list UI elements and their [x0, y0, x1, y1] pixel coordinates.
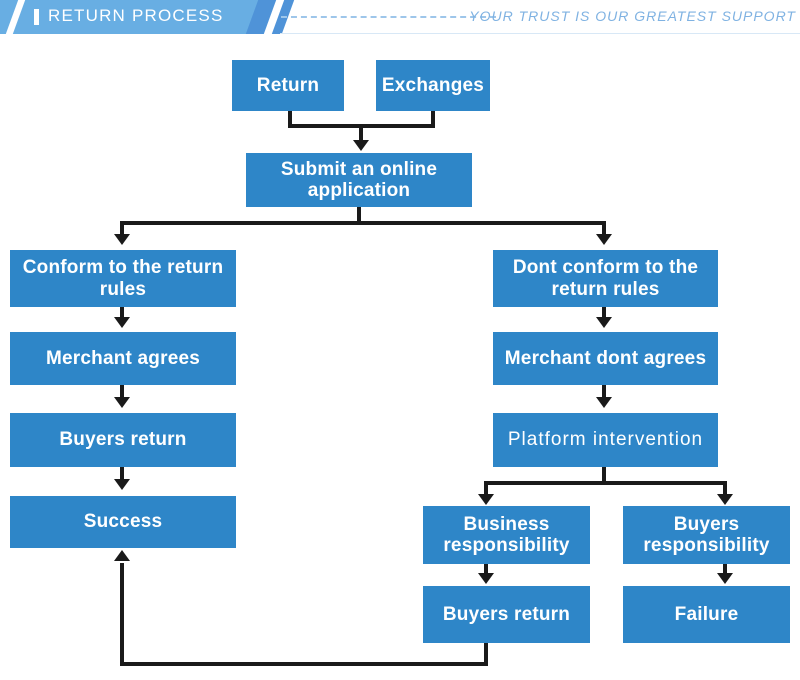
node-success[interactable]: Success	[10, 496, 236, 548]
connector-buyers-return-to-success	[120, 467, 124, 483]
node-buyers-return-left[interactable]: Buyers return	[10, 413, 236, 467]
header-dashed-divider	[281, 16, 496, 18]
connector-merchant-dont-to-platform	[602, 385, 606, 401]
connector-return-stub	[288, 111, 292, 128]
connector-merchant-to-buyers-return	[120, 385, 124, 401]
arrow-to-buyers-return-right	[478, 573, 494, 584]
connector-left-branch-stub	[120, 221, 124, 237]
connector-buyers-resp-to-failure	[723, 564, 727, 578]
page-title: RETURN PROCESS	[48, 6, 224, 25]
connector-platform-drop	[602, 467, 606, 485]
connector-platform-split-bar	[484, 481, 727, 485]
arrow-to-business-responsibility	[478, 494, 494, 505]
node-conform-to-return-rules[interactable]: Conform to the return rules	[10, 250, 236, 307]
node-submit-application[interactable]: Submit an online application	[246, 153, 472, 207]
header-tagline: YOUR TRUST IS OUR GREATEST SUPPORT	[469, 8, 796, 24]
arrow-to-buyers-return-left	[114, 397, 130, 408]
connector-dont-conform-to-merchant	[602, 307, 606, 322]
arrow-to-platform-intervention	[596, 397, 612, 408]
node-buyers-responsibility[interactable]: Buyers responsibility	[623, 506, 790, 564]
connector-exchanges-stub	[431, 111, 435, 128]
connector-business-stub	[484, 481, 488, 497]
node-return[interactable]: Return	[232, 60, 344, 111]
connector-submit-drop	[357, 207, 361, 225]
arrow-loop-to-success	[114, 550, 130, 561]
arrow-to-merchant-agrees	[114, 317, 130, 328]
arrow-to-conform	[114, 234, 130, 245]
connector-loop-horizontal	[120, 662, 488, 666]
node-platform-intervention[interactable]: Platform intervention	[493, 413, 718, 467]
arrow-to-buyers-responsibility	[717, 494, 733, 505]
node-buyers-return-right[interactable]: Buyers return	[423, 586, 590, 643]
connector-right-branch-stub	[602, 221, 606, 237]
connector-loop-down	[484, 643, 488, 666]
arrow-to-merchant-dont-agrees	[596, 317, 612, 328]
node-failure[interactable]: Failure	[623, 586, 790, 643]
connector-buyers-resp-stub	[723, 481, 727, 497]
header-bottom-rule	[280, 33, 800, 34]
node-merchant-agrees[interactable]: Merchant agrees	[10, 332, 236, 385]
connector-branch-bar	[120, 221, 606, 225]
node-exchanges[interactable]: Exchanges	[376, 60, 490, 111]
connector-merge-drop	[359, 124, 363, 143]
connector-loop-up	[120, 563, 124, 665]
arrow-to-dont-conform	[596, 234, 612, 245]
header-bullet-icon	[34, 9, 39, 25]
page-header: RETURN PROCESS YOUR TRUST IS OUR GREATES…	[0, 0, 800, 34]
arrow-to-submit	[353, 140, 369, 151]
node-merchant-dont-agrees[interactable]: Merchant dont agrees	[493, 332, 718, 385]
node-business-responsibility[interactable]: Business responsibility	[423, 506, 590, 564]
arrow-to-success	[114, 479, 130, 490]
arrow-to-failure	[717, 573, 733, 584]
connector-conform-to-merchant	[120, 307, 124, 322]
connector-business-to-buyers-return	[484, 564, 488, 578]
node-dont-conform-to-return-rules[interactable]: Dont conform to the return rules	[493, 250, 718, 307]
